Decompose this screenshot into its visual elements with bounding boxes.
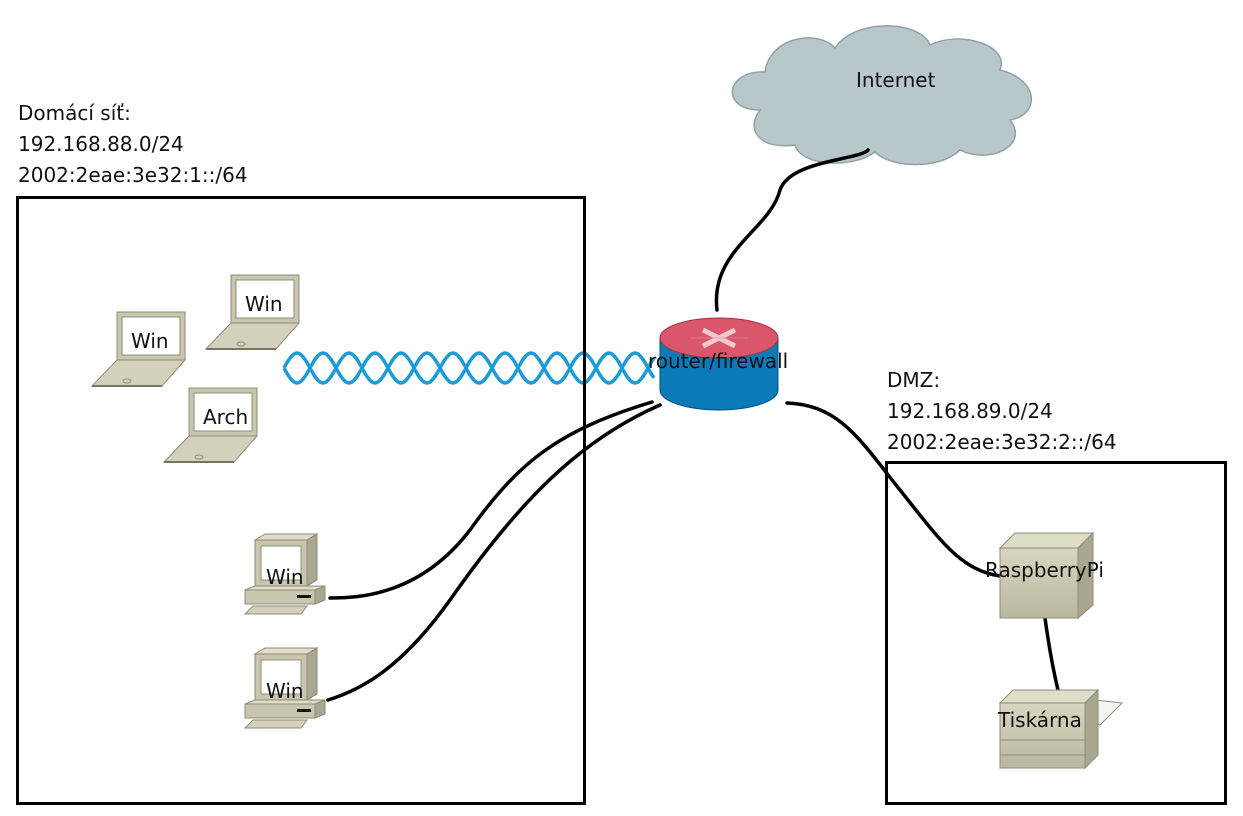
cable-raspberrypi-printer [1043, 616, 1060, 692]
internet-cloud-icon [731, 25, 1033, 166]
router-icon [659, 317, 779, 411]
laptop-icon [204, 274, 301, 350]
cable-router-raspberrypi [785, 401, 1002, 578]
dmz-title: DMZ: [887, 368, 941, 392]
laptop-label-2: Win [245, 292, 283, 316]
dmz-zone [885, 461, 1227, 805]
cable-router-desktop-2 [326, 403, 662, 702]
dmz-ipv6: 2002:2eae:3e32:2::/64 [887, 430, 1117, 454]
home-network-title: Domácí síť: [18, 101, 131, 125]
laptop-label-3: Arch [203, 405, 249, 429]
printer-icon [998, 688, 1124, 770]
laptop-label-1: Win [131, 329, 169, 353]
wireless-link [282, 351, 656, 385]
laptop-icon [90, 311, 187, 387]
laptop-icon [162, 387, 259, 463]
dmz-ipv4: 192.168.89.0/24 [887, 399, 1053, 423]
internet-label: Internet [856, 68, 936, 92]
desktop-label-2: Win [266, 679, 304, 703]
server-icon [998, 531, 1095, 620]
router-label: router/firewall [648, 349, 789, 373]
desktop-label-1: Win [266, 565, 304, 589]
home-network-zone [16, 196, 586, 805]
printer-label: Tiskárna [998, 708, 1082, 732]
desktop-pc-icon [243, 647, 326, 729]
cable-router-internet [714, 148, 870, 312]
raspberrypi-label: RaspberryPi [985, 558, 1104, 582]
desktop-pc-icon [243, 533, 326, 615]
home-network-ipv6: 2002:2eae:3e32:1::/64 [18, 163, 248, 187]
home-network-ipv4: 192.168.88.0/24 [18, 132, 184, 156]
